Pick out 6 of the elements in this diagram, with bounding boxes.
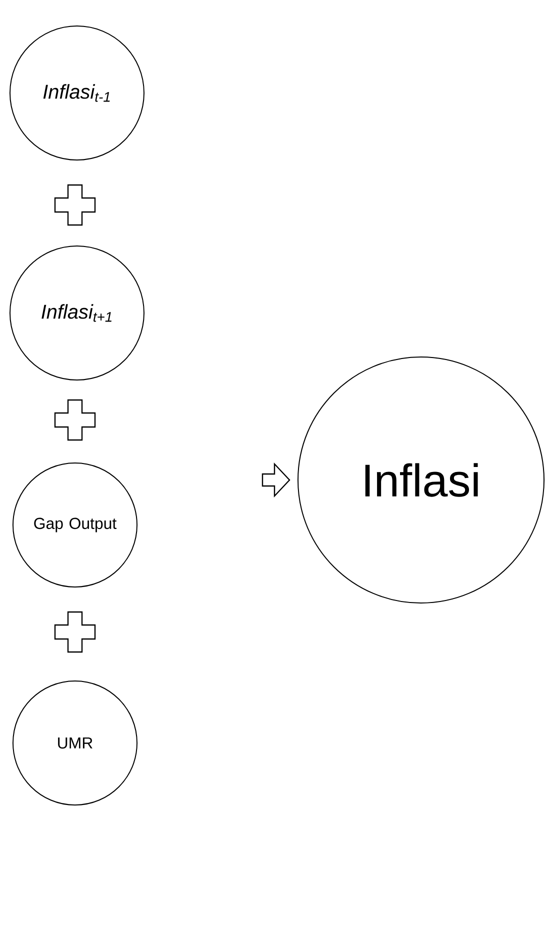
circle-node: UMR [12,680,138,806]
block-arrow [262,462,290,498]
circle-node: Inflasi$_{t+1}$ [10,246,144,380]
circle-node: Inflasi$_{t-1}$ [10,26,144,160]
circle-node: Gap Output [12,462,138,588]
circle-node: Inflasi [298,356,544,604]
